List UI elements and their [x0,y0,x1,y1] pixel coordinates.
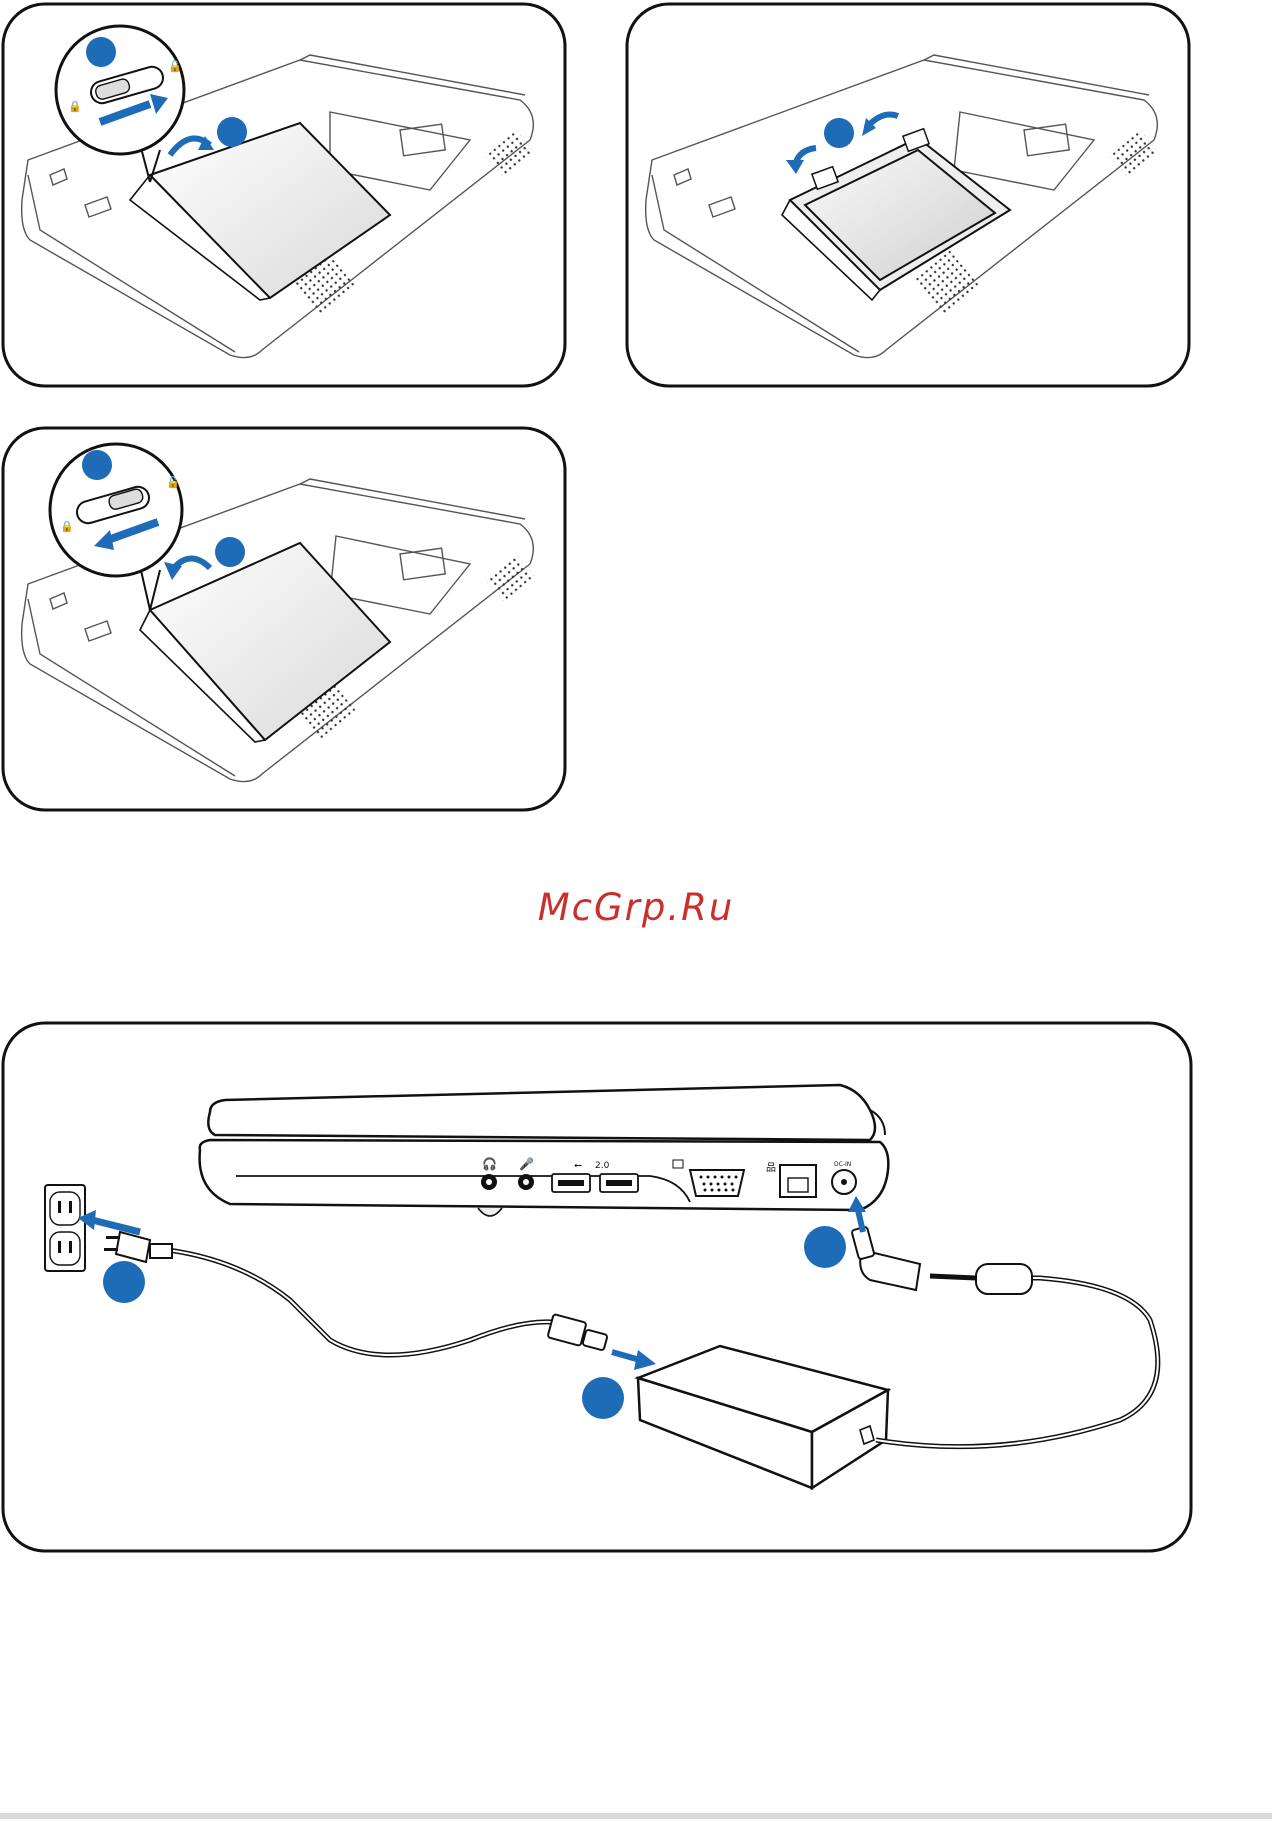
lock-icon: 🔒 [68,100,82,113]
step-marker [804,1226,846,1268]
watermark-text: McGrp.Ru [0,886,1272,929]
frame-lock-close-cover: 🔓 🔒 [3,428,565,810]
unlock-icon: 🔓 [166,476,180,489]
dc-in-label: DC-IN [834,1161,851,1168]
step-marker [215,537,245,567]
step-marker [824,118,854,148]
usb-version-label: 2.0 [595,1161,610,1171]
network-icon: 品 [766,1162,776,1174]
usb-icon: ⭠ [574,1160,582,1171]
unlock-icon: 🔓 [168,60,182,73]
step-marker [582,1377,624,1419]
headphone-icon: 🎧 [482,1157,497,1171]
frame-unlock-open-cover: 🔓 🔒 [3,4,565,386]
ferrite-core [976,1264,1032,1294]
step-marker [103,1261,145,1303]
step-marker [82,450,112,480]
power-outlet-icon [45,1185,85,1271]
step-marker [217,117,247,147]
lock-icon: 🔒 [60,520,74,533]
microphone-icon: 🎤 [519,1156,534,1171]
frame-remove-module [627,4,1189,386]
frame-power-connection: 🎧 🎤 ⭠ 2.0 品 DC-IN [3,1023,1191,1551]
step-marker [86,37,116,67]
footer-bar [0,1813,1272,1819]
laptop-side-view: 🎧 🎤 ⭠ 2.0 品 DC-IN [200,1085,889,1216]
